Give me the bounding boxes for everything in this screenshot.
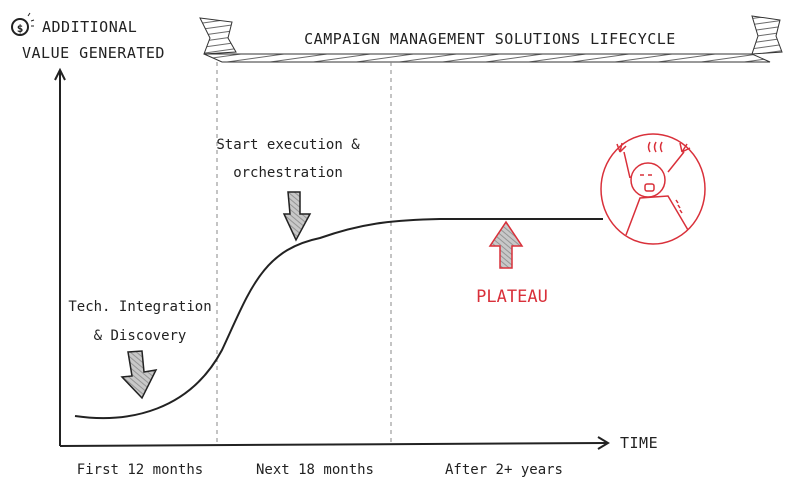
phase-label-next: Next 18 months [256,462,374,478]
annotation-tech-integration: Tech. Integration [68,299,211,315]
down-arrow-icon [282,191,312,242]
diagram-title: CAMPAIGN MANAGEMENT SOLUTIONS LIFECYCLE [304,30,676,48]
annotation-plateau: PLATEAU [476,287,548,307]
annotation-discovery: & Discovery [94,328,187,344]
svg-text:$: $ [17,22,24,35]
frustrated-person-icon [600,133,706,245]
annotation-start-execution: Start execution & [216,137,360,153]
annotation-orchestration: orchestration [233,165,343,181]
phase-label-after: After 2+ years [445,462,563,478]
y-axis-label-line2: VALUE GENERATED [22,44,165,62]
axes [54,67,610,450]
down-arrow-icon [120,350,158,400]
x-axis [59,442,607,447]
up-arrow-icon [488,220,524,269]
y-axis-arrowhead [54,67,66,81]
x-axis-arrowhead [597,436,610,450]
dollar-coin-icon: $ [11,12,35,36]
y-axis-label-line1: ADDITIONAL [42,18,137,36]
title-banner: CAMPAIGN MANAGEMENT SOLUTIONS LIFECYCLE [199,15,783,63]
phase-label-first: First 12 months [77,462,203,478]
x-axis-label: TIME [620,434,658,452]
value-curve [74,218,603,420]
